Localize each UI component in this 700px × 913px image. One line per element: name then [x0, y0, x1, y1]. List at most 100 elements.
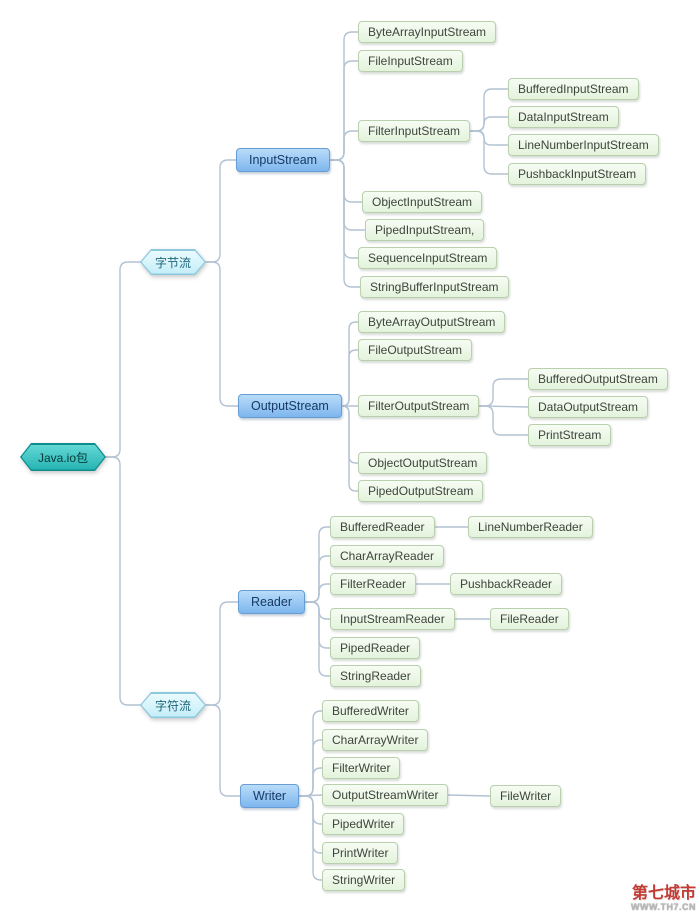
- node-label: FilterWriter: [332, 761, 391, 775]
- connector-line: [341, 349, 359, 407]
- connector-line: [329, 159, 361, 288]
- connector-line: [298, 795, 323, 825]
- node-fileinputstream[interactable]: FileInputStream: [358, 50, 463, 72]
- node-filewriter[interactable]: FileWriter: [490, 785, 562, 807]
- node-inputstream[interactable]: InputStream: [236, 148, 331, 172]
- hexagon-fill: 字符流: [142, 694, 205, 717]
- node-filterwriter[interactable]: FilterWriter: [322, 757, 401, 779]
- node-pipedoutputstream[interactable]: PipedOutputStream: [358, 480, 484, 502]
- node-label: FileReader: [500, 612, 559, 626]
- connector-line: [298, 710, 323, 797]
- connector-line: [469, 130, 509, 175]
- node-filterinputstream[interactable]: FilterInputStream: [358, 120, 471, 142]
- connector-line: [329, 159, 366, 231]
- connector-line: [304, 526, 331, 603]
- connector-line: [341, 405, 359, 464]
- node-filterreader[interactable]: FilterReader: [330, 573, 417, 595]
- node-datainputstream[interactable]: DataInputStream: [508, 106, 619, 128]
- node-inputstreamreader[interactable]: InputStreamReader: [330, 608, 455, 630]
- connector-line: [105, 261, 141, 458]
- node-label: Reader: [251, 595, 292, 609]
- node-label: PipedReader: [340, 641, 411, 655]
- hexagon-fill: 字节流: [142, 251, 205, 274]
- node-fileoutputstream[interactable]: FileOutputStream: [358, 339, 473, 361]
- node-linenumberinputstream[interactable]: LineNumberInputStream: [508, 134, 659, 156]
- connector-line: [329, 159, 363, 203]
- node-label: FilterOutputStream: [368, 399, 470, 413]
- node-label: PrintStream: [538, 428, 602, 442]
- node-label: FilterInputStream: [368, 124, 461, 138]
- node-label: ObjectOutputStream: [368, 456, 478, 470]
- connector-line: [469, 116, 509, 132]
- node-label: BufferedWriter: [332, 704, 409, 718]
- node-bufferedinputstream[interactable]: BufferedInputStream: [508, 78, 639, 100]
- node-label: OutputStreamWriter: [332, 788, 439, 802]
- connector-line: [478, 378, 529, 407]
- connector-line: [304, 583, 331, 603]
- connector-line: [205, 601, 239, 706]
- connector-line: [298, 767, 323, 797]
- node-label: StringWriter: [332, 873, 396, 887]
- node-label: FileWriter: [500, 789, 552, 803]
- node-label: PushbackInputStream: [518, 167, 637, 181]
- node-label: 字符流: [155, 698, 192, 713]
- node-label: ByteArrayInputStream: [368, 25, 487, 39]
- connector-line: [298, 795, 323, 881]
- node-outputstreamwriter[interactable]: OutputStreamWriter: [322, 784, 449, 806]
- node-stringreader[interactable]: StringReader: [330, 665, 421, 687]
- node-byte-stream-branch[interactable]: 字节流: [140, 249, 206, 275]
- connector-line: [105, 456, 141, 706]
- node-bytearrayoutputstream[interactable]: ByteArrayOutputStream: [358, 311, 506, 333]
- node-pushbackinputstream[interactable]: PushbackInputStream: [508, 163, 647, 185]
- node-reader[interactable]: Reader: [238, 590, 305, 614]
- node-label: BufferedInputStream: [518, 82, 629, 96]
- node-pipedinputstream[interactable]: PipedInputStream,: [365, 219, 485, 241]
- watermark-url: WWW.TH7.CN: [631, 901, 696, 912]
- node-pipedwriter[interactable]: PipedWriter: [322, 813, 405, 835]
- watermark-site-name: 第七城市: [631, 884, 696, 902]
- node-stringbufferinputstream[interactable]: StringBufferInputStream: [360, 276, 509, 298]
- node-sequenceinputstream[interactable]: SequenceInputStream: [358, 247, 498, 269]
- node-bufferedoutputstream[interactable]: BufferedOutputStream: [528, 368, 668, 390]
- node-label: StringReader: [340, 669, 411, 683]
- node-pipedreader[interactable]: PipedReader: [330, 637, 421, 659]
- connector-line: [304, 601, 331, 677]
- node-label: PipedInputStream,: [375, 223, 475, 237]
- connector-line: [341, 321, 359, 407]
- watermark: 第七城市 WWW.TH7.CN: [631, 884, 696, 912]
- node-chararrayreader[interactable]: CharArrayReader: [330, 545, 445, 567]
- node-bufferedwriter[interactable]: BufferedWriter: [322, 700, 419, 722]
- node-label: PrintWriter: [332, 846, 389, 860]
- node-bytearrayinputstream[interactable]: ByteArrayInputStream: [358, 21, 497, 43]
- node-label: FilterReader: [340, 577, 407, 591]
- node-filteroutputstream[interactable]: FilterOutputStream: [358, 395, 480, 417]
- connector-line: [469, 130, 509, 146]
- node-outputstream[interactable]: OutputStream: [238, 394, 342, 418]
- node-stringwriter[interactable]: StringWriter: [322, 869, 406, 891]
- connector-line: [205, 159, 237, 263]
- node-label: PushbackReader: [460, 577, 553, 591]
- connector-line: [478, 405, 529, 436]
- node-label: FileInputStream: [368, 54, 453, 68]
- hexagon-fill: Java.io包: [22, 445, 105, 470]
- node-char-stream-branch[interactable]: 字符流: [140, 692, 206, 718]
- node-filereader[interactable]: FileReader: [490, 608, 569, 630]
- node-label: InputStream: [249, 153, 318, 167]
- node-printstream[interactable]: PrintStream: [528, 424, 612, 446]
- node-objectoutputstream[interactable]: ObjectOutputStream: [358, 452, 488, 474]
- node-label: OutputStream: [251, 399, 329, 413]
- node-chararraywriter[interactable]: CharArrayWriter: [322, 729, 429, 751]
- connector-line: [304, 601, 331, 649]
- node-dataoutputstream[interactable]: DataOutputStream: [528, 396, 649, 418]
- node-java-io-root[interactable]: Java.io包: [20, 443, 106, 471]
- connector-line: [329, 130, 359, 161]
- node-objectinputstream[interactable]: ObjectInputStream: [362, 191, 483, 213]
- node-bufferedreader[interactable]: BufferedReader: [330, 516, 435, 538]
- node-printwriter[interactable]: PrintWriter: [322, 842, 399, 864]
- node-linenumberreader[interactable]: LineNumberReader: [468, 516, 593, 538]
- node-writer[interactable]: Writer: [240, 784, 300, 808]
- node-pushbackreader[interactable]: PushbackReader: [450, 573, 563, 595]
- node-label: FileOutputStream: [368, 343, 463, 357]
